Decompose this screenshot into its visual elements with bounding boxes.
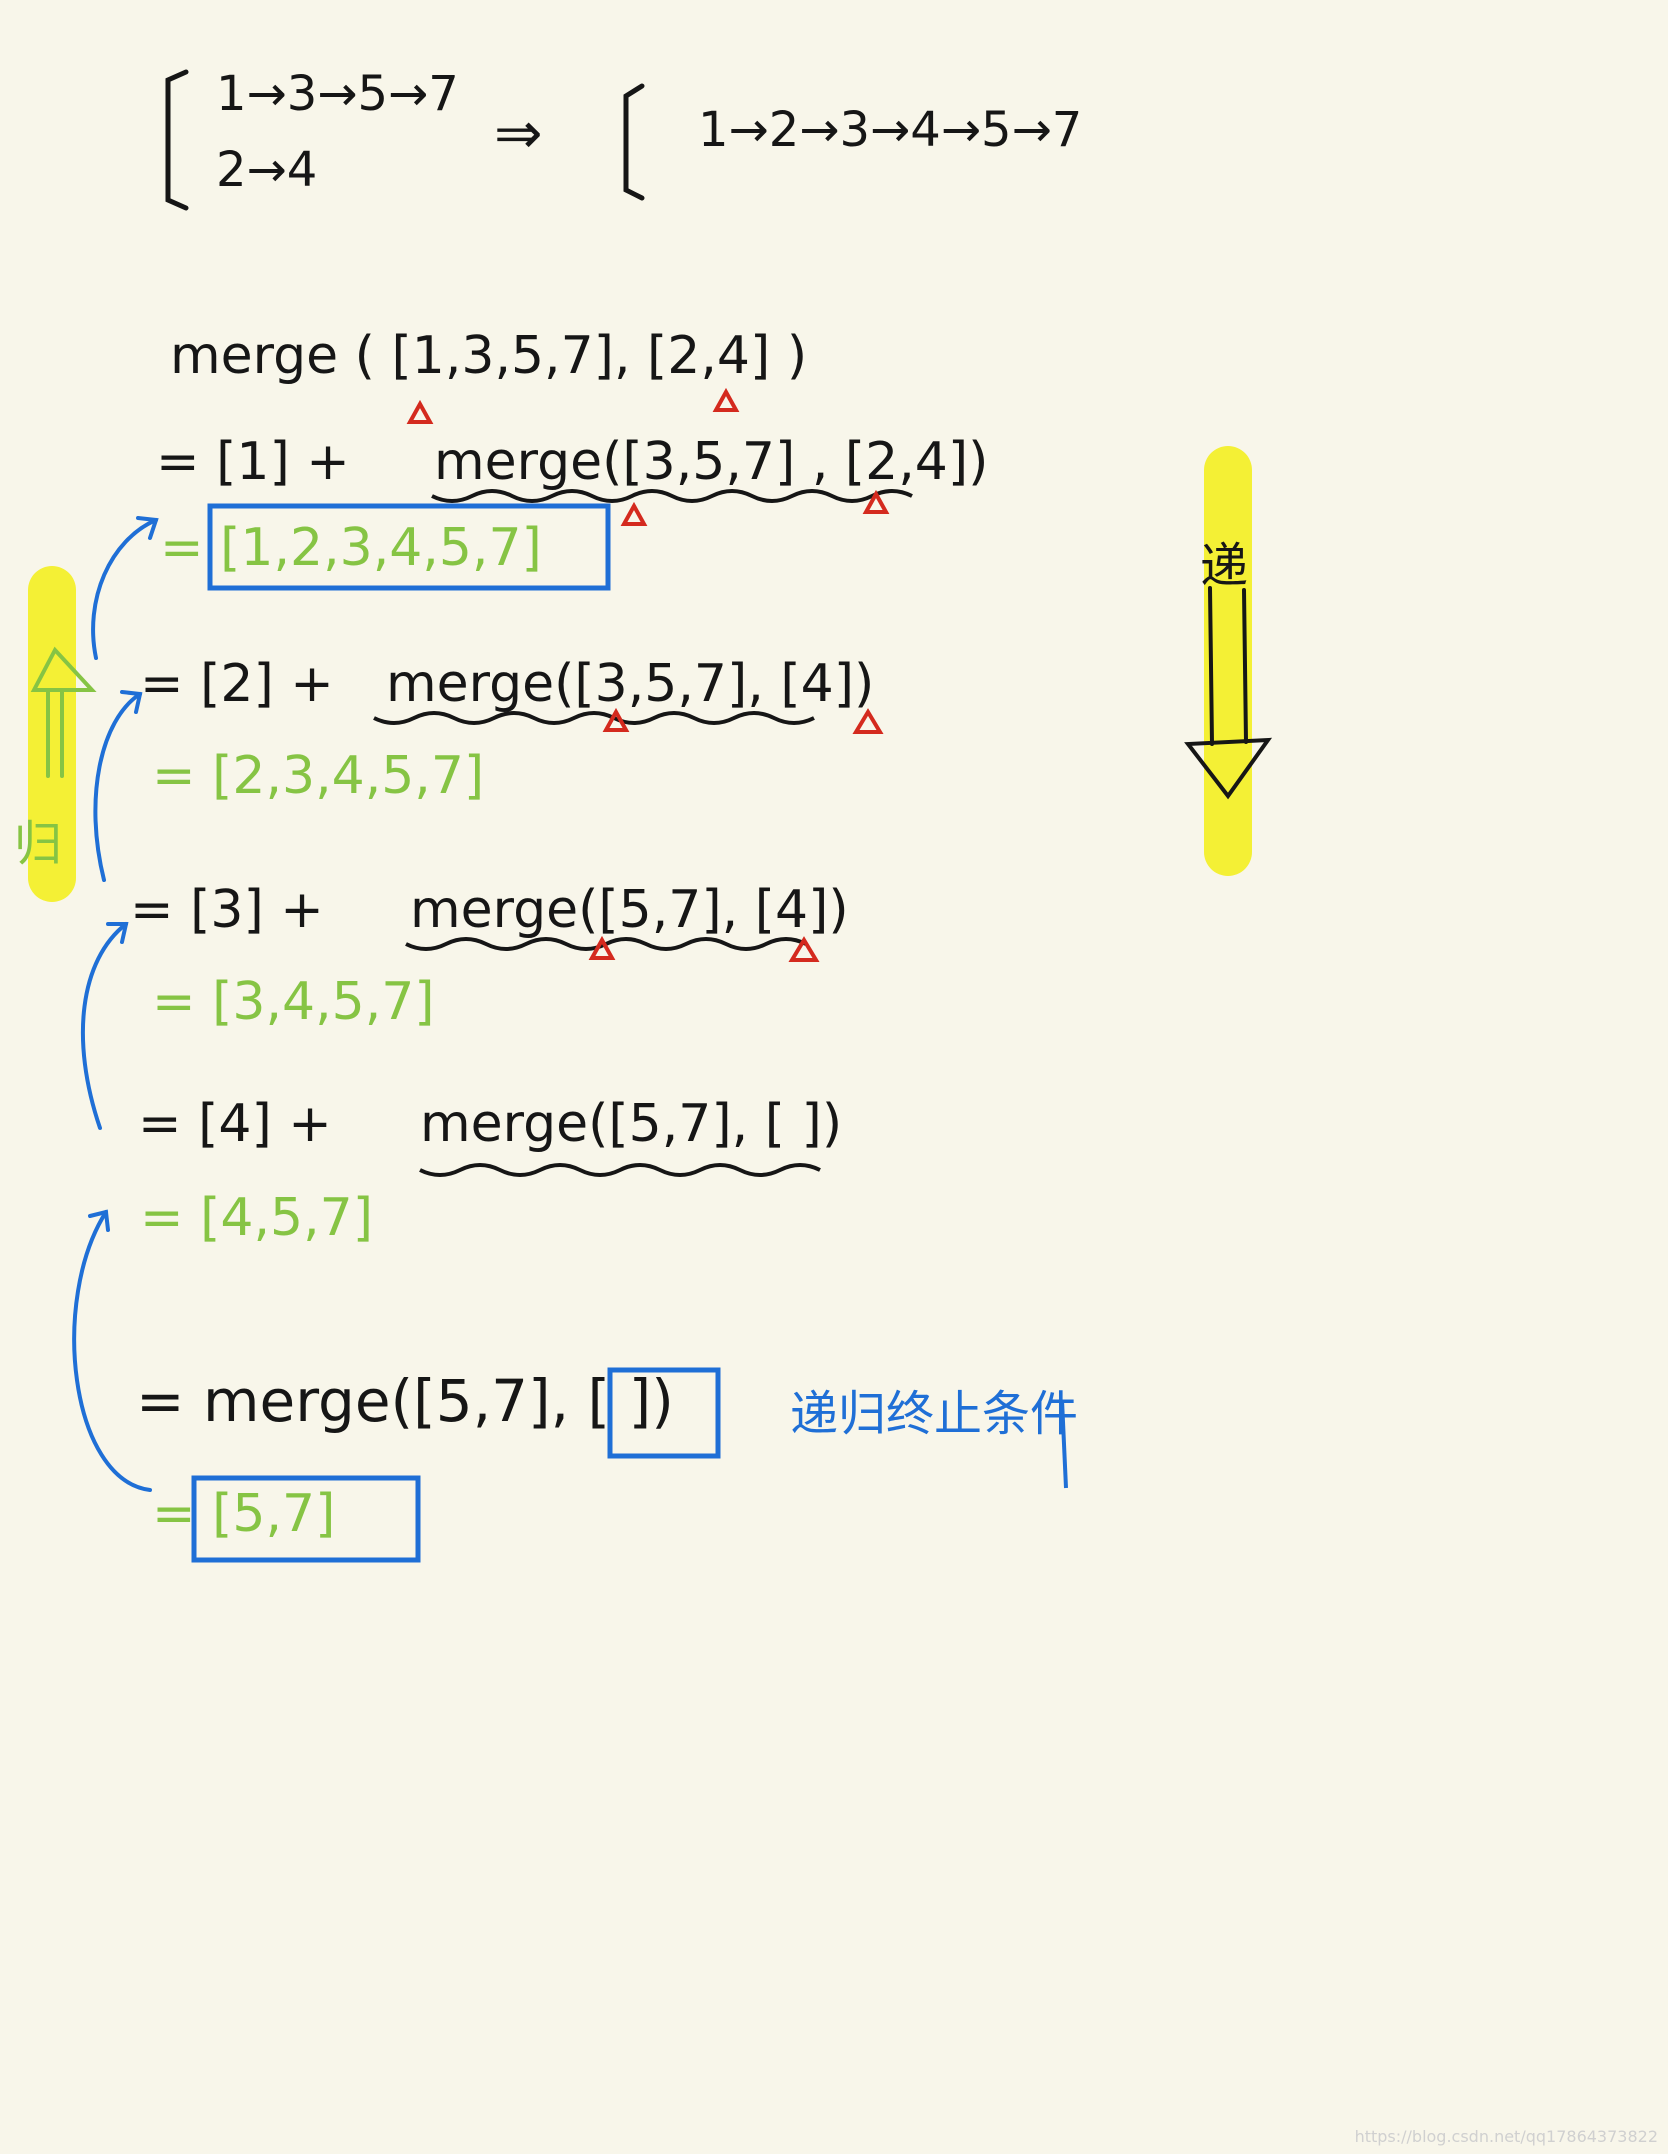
recursion-up-label: 归 xyxy=(14,816,63,872)
pointer-marker xyxy=(712,387,740,412)
step-3-head: = [3] + xyxy=(130,880,324,940)
pointer-markers xyxy=(406,387,890,962)
step-2-call: merge([3,5,7], [4]) xyxy=(386,654,875,714)
pointer-marker xyxy=(862,489,890,514)
recursion-down-label: 递 xyxy=(1200,538,1249,594)
pointer-marker xyxy=(788,936,820,962)
pointer-marker xyxy=(620,501,648,526)
termination-condition-label: 递归终止条件 xyxy=(790,1386,1079,1442)
left-bracket-input xyxy=(165,69,189,211)
step-3-call: merge([5,7], [4]) xyxy=(410,880,849,940)
return-arrows xyxy=(72,516,159,1492)
recursion-down-arrow xyxy=(1184,586,1273,800)
step-2-result: = [2,3,4,5,7] xyxy=(152,746,485,806)
return-arrow-2 xyxy=(93,692,142,882)
return-arrow-1 xyxy=(91,518,158,660)
step-4-call: merge([5,7], [ ]) xyxy=(420,1094,843,1154)
step-1-result: = [1,2,3,4,5,7] xyxy=(160,518,542,578)
step-3-result: = [3,4,5,7] xyxy=(152,972,435,1032)
empty-list-box xyxy=(607,1367,721,1459)
highlight-bar-left xyxy=(28,566,76,902)
step-5-result: = [5,7] xyxy=(152,1484,336,1544)
return-arrow-3 xyxy=(80,922,128,1130)
underline-step-5 xyxy=(419,1163,821,1177)
pointer-marker xyxy=(406,399,434,424)
return-arrow-head xyxy=(88,1209,110,1232)
step-4-result: = [4,5,7] xyxy=(140,1188,373,1248)
underline-step-3 xyxy=(373,711,815,725)
highlight-bar-right xyxy=(1204,446,1252,876)
return-arrow-head xyxy=(120,690,143,714)
final-result-box xyxy=(207,503,611,591)
pointer-marker xyxy=(852,708,884,734)
step-1-head: = [1] + xyxy=(156,432,350,492)
pointer-marker xyxy=(588,935,616,960)
pointer-marker xyxy=(602,707,630,732)
base-result-box xyxy=(191,1475,421,1563)
implies-symbol: ⇒ xyxy=(494,99,543,167)
merged-list: 1→2→3→4→5→7 xyxy=(698,102,1083,158)
input-list-b: 2→4 xyxy=(216,142,318,198)
step-2-head: = [2] + xyxy=(140,654,334,714)
termination-stroke xyxy=(1060,1399,1068,1489)
return-arrow-head xyxy=(106,922,129,944)
input-list-a: 1→3→5→7 xyxy=(216,66,459,122)
step-5-merge: = merge([5,7], [ ]) xyxy=(136,1367,674,1435)
recursion-up-arrow xyxy=(30,646,97,778)
watermark: https://blog.csdn.net/qq17864373822 xyxy=(1354,2127,1658,2146)
return-arrow-4 xyxy=(72,1210,152,1492)
return-arrow-head xyxy=(136,516,159,540)
left-bracket-output xyxy=(623,83,645,201)
step-4-head: = [4] + xyxy=(138,1094,332,1154)
underline-step-2 xyxy=(431,489,913,503)
step-1-call: merge([3,5,7] , [2,4]) xyxy=(434,432,989,492)
step-merge-initial: merge ( [1,3,5,7], [2,4] ) xyxy=(170,326,808,386)
